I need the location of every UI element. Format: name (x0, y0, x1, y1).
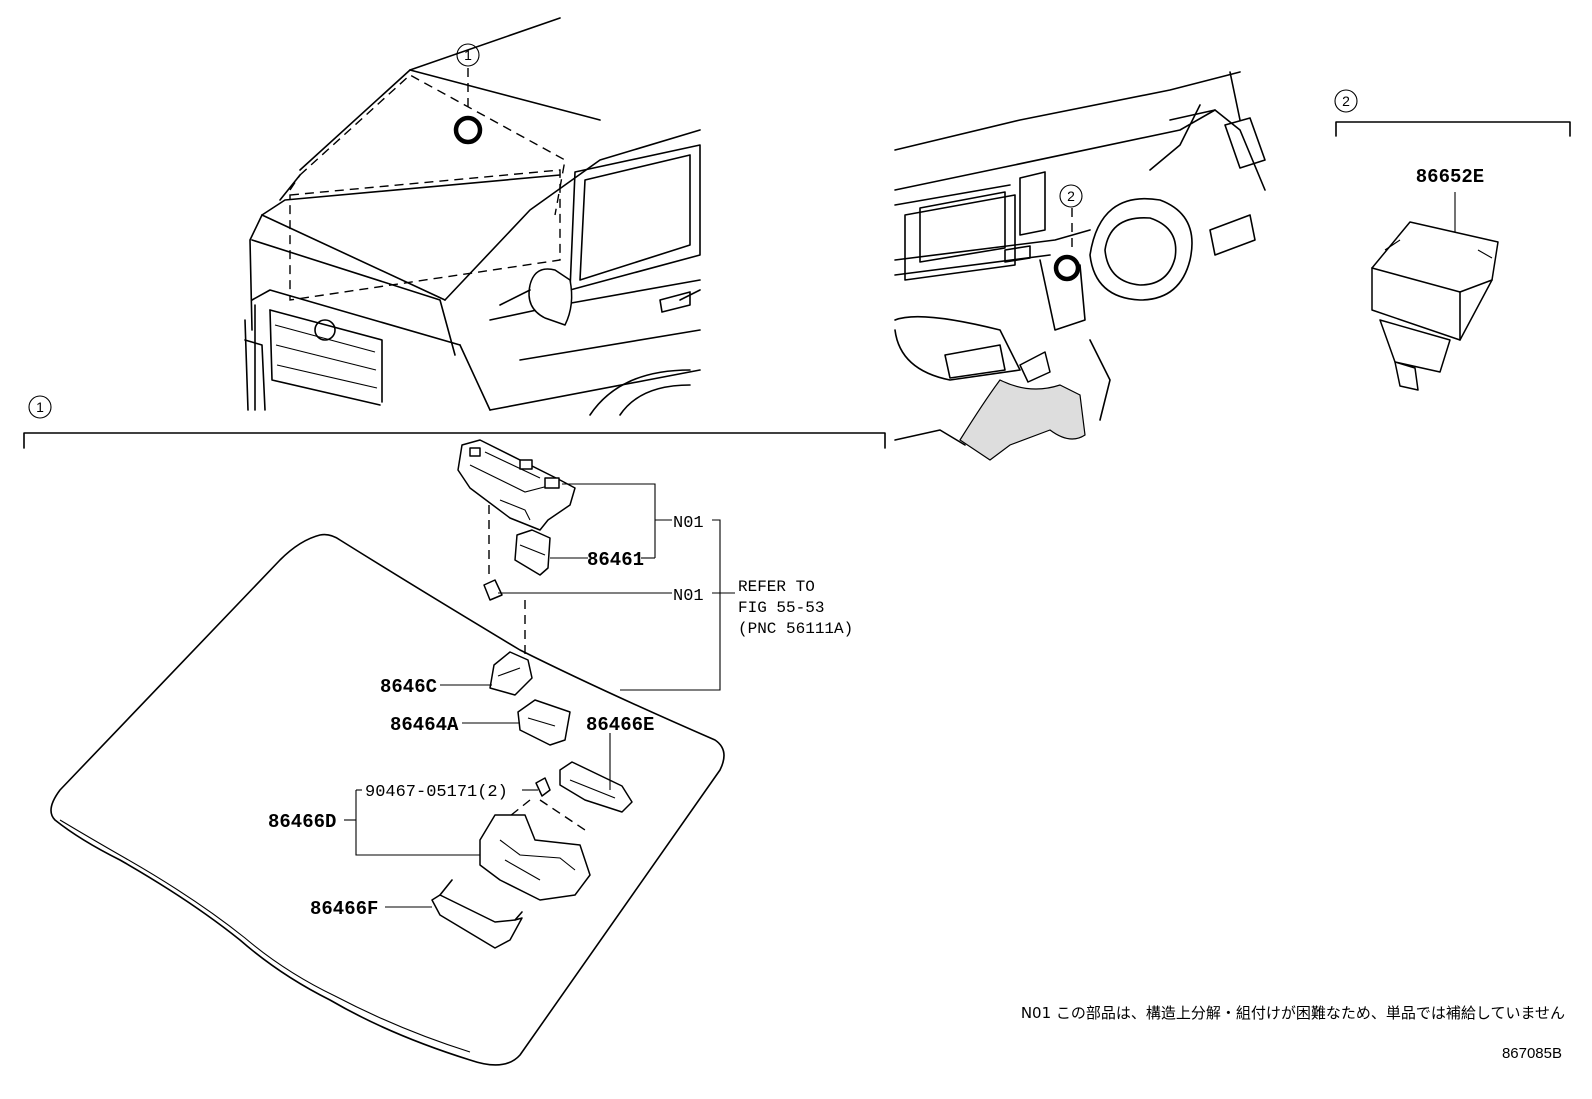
section-2-callout-label: 2 (1342, 93, 1350, 109)
refer-line-2: FIG 55-53 (738, 599, 824, 617)
part-86461-clip (514, 529, 551, 576)
part-86652E-label: 86652E (1416, 166, 1484, 188)
part-86461-label: 86461 (587, 549, 644, 571)
footnote-n01: N01 この部品は、構造上分解・組付けが困難なため、単品では補給していません (1021, 1004, 1565, 1022)
part-86464A-bracket (517, 699, 571, 746)
figure-code: 867085B (1502, 1045, 1562, 1062)
location-marker-1 (453, 115, 483, 145)
location-marker-2 (1053, 254, 1081, 282)
part-86464A-label: 86464A (390, 714, 459, 736)
leader-lines (344, 483, 735, 908)
n01-label-upper: N01 (673, 514, 704, 533)
part-N01-pad (483, 579, 503, 601)
callout-1-top-label: 1 (464, 47, 472, 63)
section-1: 1 (23, 395, 886, 449)
section-1-callout-label: 1 (36, 399, 44, 415)
part-8646C-bracket (489, 651, 533, 696)
part-86466E-label: 86466E (586, 714, 654, 736)
part-90467-label: 90467-05171(2) (365, 783, 508, 802)
callout-2-dash: 2 (1059, 184, 1083, 208)
dashboard-illustration (894, 71, 1266, 461)
part-86466F-label: 86466F (310, 898, 378, 920)
refer-line-1: REFER TO (738, 578, 815, 596)
part-86466F-lens (431, 879, 523, 949)
part-86466D-label: 86466D (268, 811, 336, 833)
section-2: 2 86652E (1334, 89, 1571, 391)
part-90467-clip (535, 777, 551, 797)
n01-label-lower: N01 (673, 587, 704, 606)
part-86461-bracket-upper (457, 439, 576, 531)
van-front-illustration (244, 17, 701, 416)
callout-2-dash-label: 2 (1067, 188, 1075, 204)
callout-1-top: 1 (456, 43, 480, 67)
refer-line-3: (PNC 56111A) (738, 620, 853, 638)
part-8646C-label: 8646C (380, 676, 437, 698)
windshield-glass-outline (50, 533, 725, 1066)
part-86466E-cover (559, 761, 633, 813)
part-86466D-housing (479, 814, 591, 901)
part-86652E-module (1371, 221, 1499, 391)
